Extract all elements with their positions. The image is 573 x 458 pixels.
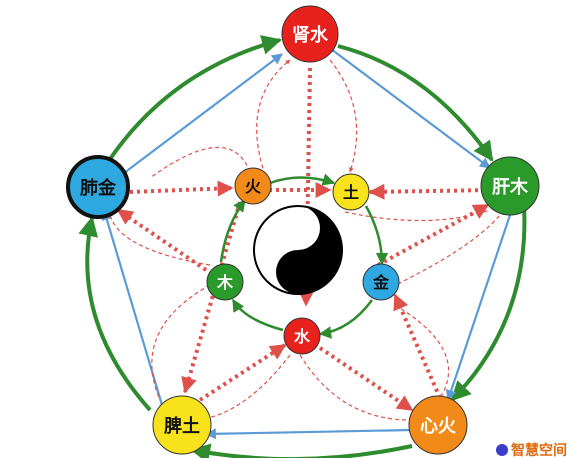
node-wood: 木: [206, 263, 244, 301]
yin-yang-icon: [253, 205, 343, 295]
outer-pentagon-links: [101, 41, 519, 440]
node-earth: 土: [332, 173, 370, 211]
watermark: 智慧空间: [496, 440, 567, 458]
node-fire: 火: [234, 167, 272, 205]
counter-relations: [109, 59, 501, 421]
node-label: 心火: [420, 416, 457, 437]
node-heart-fire: 心火: [408, 395, 468, 455]
node-label: 火: [245, 177, 262, 196]
node-spleen-earth: 脾土: [152, 395, 212, 455]
node-label: 肺金: [80, 177, 117, 199]
inner-generating-cycle: [219, 173, 389, 339]
node-label: 木: [216, 273, 234, 292]
logo-icon: [496, 444, 508, 456]
node-lung-metal: 肺金: [66, 155, 130, 219]
node-metal: 金: [362, 263, 400, 301]
node-label: 脾土: [164, 415, 200, 437]
node-label: 土: [343, 183, 359, 202]
node-label: 水: [294, 327, 311, 346]
node-kidney-water: 肾水: [281, 5, 339, 63]
node-label: 金: [372, 273, 390, 292]
watermark-text: 智慧空间: [511, 443, 567, 458]
node-liver-wood: 肝木: [480, 156, 540, 216]
node-label: 肾水: [292, 24, 329, 46]
node-label: 肝木: [492, 176, 529, 198]
node-water: 水: [283, 317, 321, 355]
